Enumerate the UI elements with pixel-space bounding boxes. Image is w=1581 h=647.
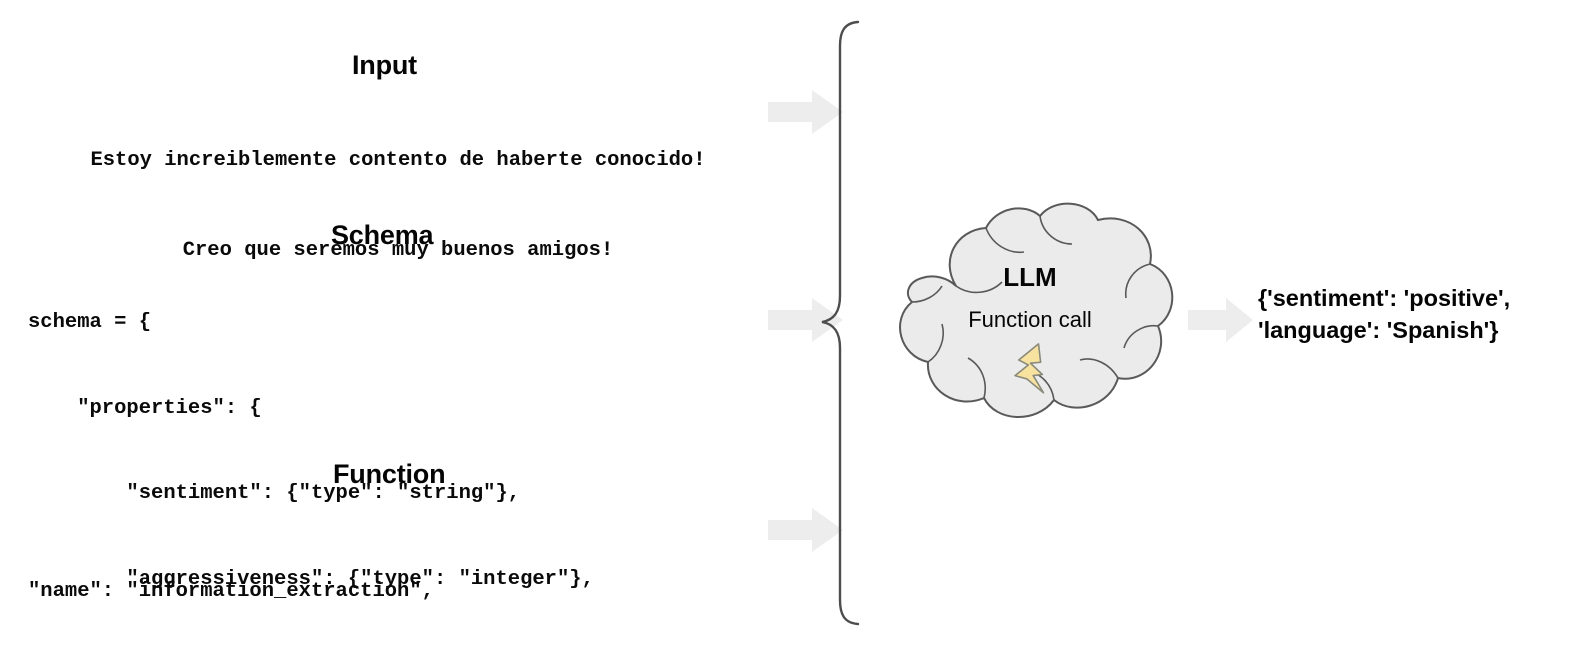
schema-arrow-right-icon [768, 296, 844, 344]
input-line: Creo que seremos muy buenos amigos! [182, 239, 614, 262]
llm-cloud [878, 198, 1180, 432]
function-arrow-right-icon [768, 506, 844, 554]
output-line: 'language': 'Spanish'} [1258, 317, 1499, 343]
llm-label: LLM [1003, 262, 1057, 292]
input-section-title: Input [352, 50, 417, 80]
input-text-block: Estoy increiblemente contento de haberte… [28, 86, 768, 326]
input-arrow-right-icon [768, 88, 844, 136]
schema-section-title: Schema [331, 220, 434, 250]
input-line: Estoy increiblemente contento de haberte… [90, 149, 706, 172]
schema-line: "sentiment": {"type": "string"}, [28, 482, 521, 505]
schema-code-block: schema = { "properties": { "sentiment": … [28, 252, 594, 647]
grouping-brace [818, 20, 868, 633]
function-section-title: Function [333, 459, 446, 489]
output-arrow-right-icon [1188, 296, 1254, 344]
function-line: "name": "information_extraction", [28, 580, 434, 603]
lightning-bolt-icon [1006, 342, 1062, 394]
schema-line: "properties": { [28, 396, 262, 420]
schema-line: "aggressiveness": {"type": "integer"}, [28, 567, 594, 591]
function-code-block: "name": "information_extraction", "descr… [28, 492, 717, 647]
schema-line: schema = { [28, 311, 152, 334]
output-line: {'sentiment': 'positive', [1258, 285, 1511, 311]
function-call-label: Function call [968, 307, 1092, 332]
output-result-text: {'sentiment': 'positive', 'language': 'S… [1258, 282, 1510, 346]
